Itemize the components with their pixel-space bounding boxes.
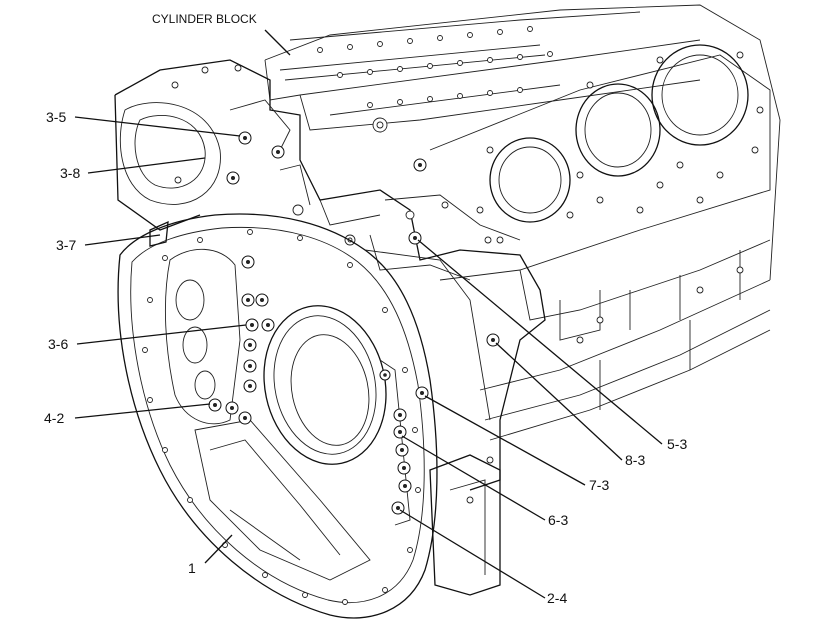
block-side-holes xyxy=(576,266,744,344)
callout-labels: 3-5 3-8 3-7 3-6 4-2 1 2-4 6-3 7-3 8-3 5-… xyxy=(44,109,687,606)
deck-holes xyxy=(317,26,553,133)
bracket-3-7 xyxy=(149,220,169,247)
callout-6-3: 6-3 xyxy=(548,512,568,528)
callout-3-5: 3-5 xyxy=(46,109,66,125)
callout-3-7: 3-7 xyxy=(56,237,76,253)
callout-1: 1 xyxy=(188,560,196,576)
callout-3-8: 3-8 xyxy=(60,165,80,181)
housing-flange-holes xyxy=(142,229,421,605)
bolt-group-top xyxy=(226,131,500,347)
bolt-group-right xyxy=(379,369,429,515)
cylinder-bores xyxy=(489,44,749,223)
callout-5-3: 5-3 xyxy=(667,436,687,452)
cylinder-block: CYLINDER BLOCK xyxy=(152,4,781,441)
callout-8-3: 8-3 xyxy=(625,452,645,468)
callout-3-6: 3-6 xyxy=(48,336,68,352)
callout-leaders xyxy=(74,116,663,599)
callout-4-2: 4-2 xyxy=(44,410,64,426)
cylinder-block-title: CYLINDER BLOCK xyxy=(152,12,257,26)
flywheel-housing xyxy=(117,213,501,619)
bolt-group-left xyxy=(208,255,275,425)
front-housing xyxy=(114,59,546,504)
bore-face-holes xyxy=(476,51,764,244)
callout-2-4: 2-4 xyxy=(547,590,567,606)
callout-7-3: 7-3 xyxy=(589,477,609,493)
